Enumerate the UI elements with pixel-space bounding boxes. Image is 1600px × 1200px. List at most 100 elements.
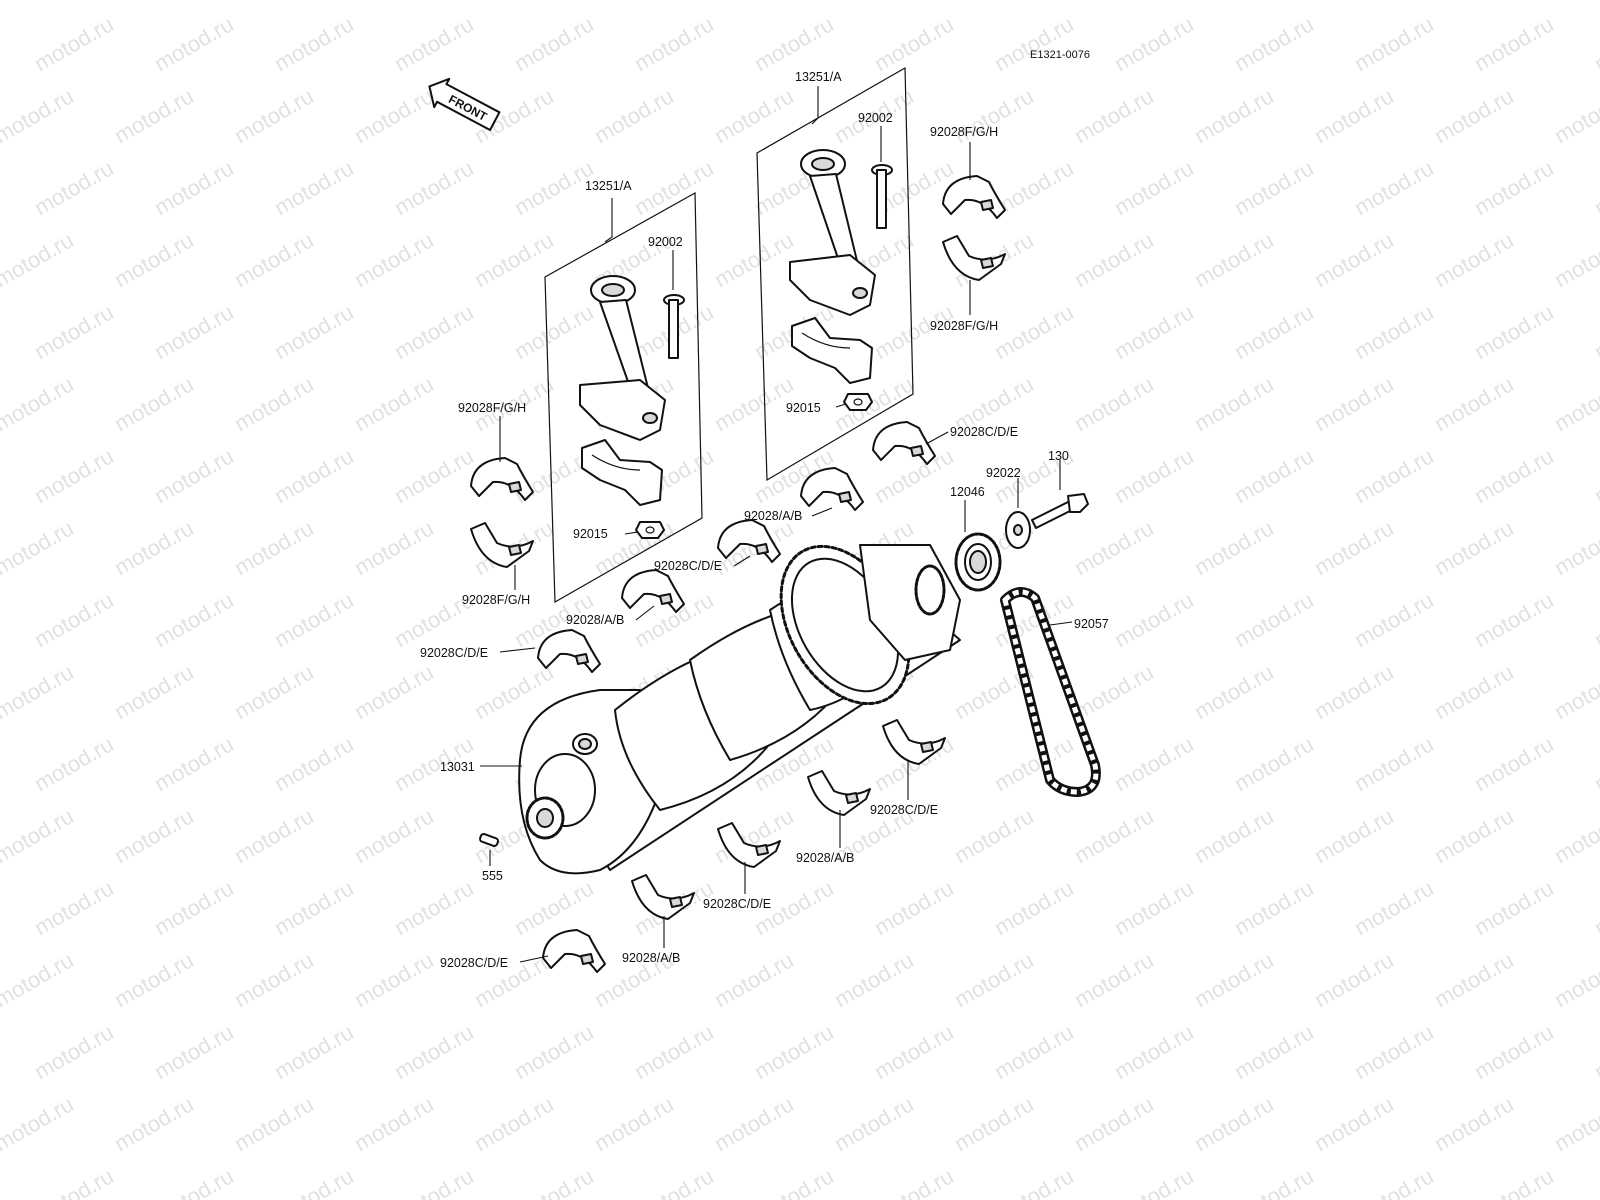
watermark-text: motod.ru	[1350, 1019, 1438, 1084]
rod-assy-left-label: 13251/A	[585, 179, 632, 193]
watermark-text: motod.ru	[150, 587, 238, 652]
main-bearing-ab-2-shell	[621, 569, 685, 613]
rod-bearing-bottom-right-shell	[942, 235, 1006, 281]
watermark-text: motod.ru	[30, 731, 118, 796]
watermark-text: motod.ru	[350, 1091, 438, 1156]
watermark-text: motod.ru	[1590, 1163, 1600, 1200]
watermark-text: motod.ru	[150, 875, 238, 940]
watermark-text: motod.ru	[390, 443, 478, 508]
watermark-text: motod.ru	[470, 227, 558, 292]
watermark-text: motod.ru	[1350, 155, 1438, 220]
watermark-text: motod.ru	[1550, 659, 1600, 724]
watermark-text: motod.ru	[150, 1163, 238, 1200]
watermark-text: motod.ru	[270, 731, 358, 796]
main-bearing-cde-2-shell	[717, 519, 781, 563]
watermark-text: motod.ru	[710, 0, 798, 4]
watermark-text: motod.ru	[1590, 11, 1600, 76]
watermark-text: motod.ru	[1310, 947, 1398, 1012]
watermark-text: motod.ru	[470, 1091, 558, 1156]
watermark-text: motod.ru	[350, 227, 438, 292]
rod-bearing-top-right-shell	[942, 175, 1006, 219]
chain-label: 92057	[1074, 617, 1109, 631]
watermark-text: motod.ru	[510, 1163, 598, 1200]
watermark-text: motod.ru	[1110, 875, 1198, 940]
watermark-text: motod.ru	[390, 875, 478, 940]
watermark-text: motod.ru	[1310, 371, 1398, 436]
watermark-text: motod.ru	[230, 227, 318, 292]
bolt-right-label: 92002	[858, 111, 893, 125]
main-bearing-ab-3-shell	[807, 770, 871, 816]
watermark-text: motod.ru	[590, 1091, 678, 1156]
watermark-text: motod.ru	[1590, 155, 1600, 220]
watermark-text: motod.ru	[1070, 947, 1158, 1012]
watermark-text: motod.ru	[1190, 1091, 1278, 1156]
rod-assy-right-label: 13251/A	[795, 70, 842, 84]
watermark-text: motod.ru	[1110, 443, 1198, 508]
watermark-text: motod.ru	[870, 1163, 958, 1200]
watermark-text: motod.ru	[870, 1019, 958, 1084]
watermark-text: motod.ru	[1550, 1091, 1600, 1156]
watermark-text: motod.ru	[1350, 875, 1438, 940]
rod-nut-right	[843, 393, 873, 411]
rod-assembly-left: 13251/A 92002 92015	[544, 179, 703, 604]
cam-chain	[1000, 587, 1101, 797]
watermark-text: motod.ru	[230, 83, 318, 148]
watermark-text: motod.ru	[1190, 515, 1278, 580]
washer-label: 92022	[986, 466, 1021, 480]
watermark-text: motod.ru	[1230, 1163, 1318, 1200]
watermark-text: motod.ru	[350, 947, 438, 1012]
watermark-text: motod.ru	[1310, 1091, 1398, 1156]
watermark-text: motod.ru	[110, 1091, 198, 1156]
watermark-text: motod.ru	[110, 371, 198, 436]
watermark-text: motod.ru	[1070, 515, 1158, 580]
watermark-text: motod.ru	[1590, 299, 1600, 364]
watermark-text: motod.ru	[1310, 659, 1398, 724]
rod-assembly-right: 13251/A 92002 92015	[756, 66, 914, 482]
watermark-text: motod.ru	[30, 11, 118, 76]
watermark-text: motod.ru	[1310, 0, 1398, 4]
watermark-text: motod.ru	[1350, 11, 1438, 76]
watermark-text: motod.ru	[1310, 803, 1398, 868]
main-bearing-cde-1-label: 92028C/D/E	[950, 425, 1018, 439]
watermark-text: motod.ru	[390, 299, 478, 364]
watermark-text: motod.ru	[350, 83, 438, 148]
watermark-text: motod.ru	[710, 227, 798, 292]
watermark-text: motod.ru	[630, 1019, 718, 1084]
watermark-text: motod.ru	[1550, 0, 1600, 4]
main-bearing-cde-6-label: 92028C/D/E	[440, 956, 508, 970]
watermark-text: motod.ru	[1590, 875, 1600, 940]
watermark-text: motod.ru	[1590, 587, 1600, 652]
watermark-text: motod.ru	[110, 83, 198, 148]
watermark-text: motod.ru	[230, 947, 318, 1012]
watermark-text: motod.ru	[1470, 587, 1558, 652]
main-bearing-cde-3-label: 92028C/D/E	[420, 646, 488, 660]
rod-cap-left	[581, 439, 663, 506]
watermark-text: motod.ru	[750, 1163, 838, 1200]
watermark-text: motod.ru	[350, 371, 438, 436]
watermark-text: motod.ru	[990, 1019, 1078, 1084]
main-bearing-cde-3-shell	[537, 629, 601, 673]
main-bearing-cde-5-label: 92028C/D/E	[703, 897, 771, 911]
main-bearing-ab-4-shell	[631, 874, 695, 920]
watermark-text: motod.ru	[1070, 803, 1158, 868]
watermark-text: motod.ru	[1110, 1163, 1198, 1200]
watermark-text: motod.ru	[1430, 83, 1518, 148]
watermark-text: motod.ru	[30, 299, 118, 364]
watermark-text: motod.ru	[1590, 443, 1600, 508]
rod-bolt-right	[871, 164, 893, 229]
watermark-text: motod.ru	[830, 947, 918, 1012]
watermark-text: motod.ru	[150, 1019, 238, 1084]
sprocket-bolt	[1031, 493, 1089, 529]
watermark-text: motod.ru	[1070, 371, 1158, 436]
watermark-text: motod.ru	[1350, 1163, 1438, 1200]
watermark-text: motod.ru	[1430, 227, 1518, 292]
watermark-text: motod.ru	[1430, 659, 1518, 724]
watermark-text: motod.ru	[0, 515, 78, 580]
watermark-text: motod.ru	[1110, 731, 1198, 796]
watermark-text: motod.ru	[630, 155, 718, 220]
watermark-text: motod.ru	[270, 443, 358, 508]
rod-bearing-bottom-left-shell	[470, 522, 534, 568]
bearings-layer	[470, 175, 1006, 973]
watermark-text: motod.ru	[1070, 227, 1158, 292]
watermark-text: motod.ru	[1070, 0, 1158, 4]
